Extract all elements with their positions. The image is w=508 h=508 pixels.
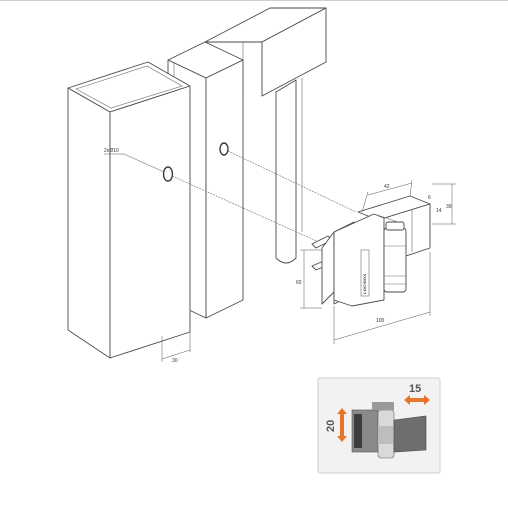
- hinge-cylinder-cap: [385, 221, 405, 231]
- fence-post-front: [67, 87, 111, 359]
- hinge-brand-label: LOCINOX: [362, 274, 367, 294]
- gate-post-hole: [219, 142, 229, 156]
- gate-post-side: [205, 59, 244, 319]
- alignment-line-fence: [171, 175, 333, 249]
- hole-callout-label: 2xØ10: [104, 148, 119, 154]
- top-depth-ext-right: [409, 179, 413, 197]
- hinge-width-label: 100: [376, 318, 385, 324]
- right-height-label: 39: [446, 204, 452, 210]
- top-depth-label: 42: [384, 184, 390, 190]
- hinge-top-edge: [373, 213, 399, 223]
- horizontal-adjust-label: 15: [409, 383, 421, 395]
- round-vertical-tube: [275, 79, 297, 264]
- top-depth-ext-left: [361, 191, 369, 213]
- fence-post-hole: [162, 166, 174, 182]
- hinge-spring-cylinder: [383, 227, 407, 293]
- hinge-dimensions: 100 60 42 39 6 14: [296, 179, 456, 344]
- hinge-brand-plate: [360, 249, 370, 297]
- inset-hinge-gate-leaf: [393, 415, 427, 453]
- top-depth-dim-line: [367, 182, 413, 196]
- vertical-adjust-arrow: [337, 408, 347, 442]
- fence-post-side: [109, 85, 191, 359]
- vertical-adjust-label: 20: [325, 420, 337, 432]
- alignment-line-gate: [227, 150, 357, 213]
- small-dim-a-label: 6: [428, 195, 431, 201]
- inset-hinge-brand-plate: [354, 414, 362, 448]
- top-rail-front-face: [261, 7, 327, 97]
- post-width-dim-line: [161, 349, 191, 360]
- hinge-body: LOCINOX: [311, 195, 431, 307]
- inset-hinge-cylinder-band: [378, 426, 394, 444]
- small-dim-b-label: 14: [436, 208, 442, 214]
- post-width-label: 30: [172, 358, 178, 364]
- hole-callout-leader-2: [123, 153, 165, 173]
- fence-post-top-inner: [75, 65, 183, 109]
- gate-post-assembly: [167, 7, 327, 319]
- adjustment-inset: 15 20: [317, 377, 441, 474]
- hinge-height-label: 60: [296, 280, 302, 286]
- fence-post: 30: [67, 61, 191, 364]
- horizontal-adjust-arrow: [404, 395, 430, 405]
- hinge-width-dim-line: [333, 311, 431, 341]
- inset-hinge-top-plate: [372, 402, 394, 410]
